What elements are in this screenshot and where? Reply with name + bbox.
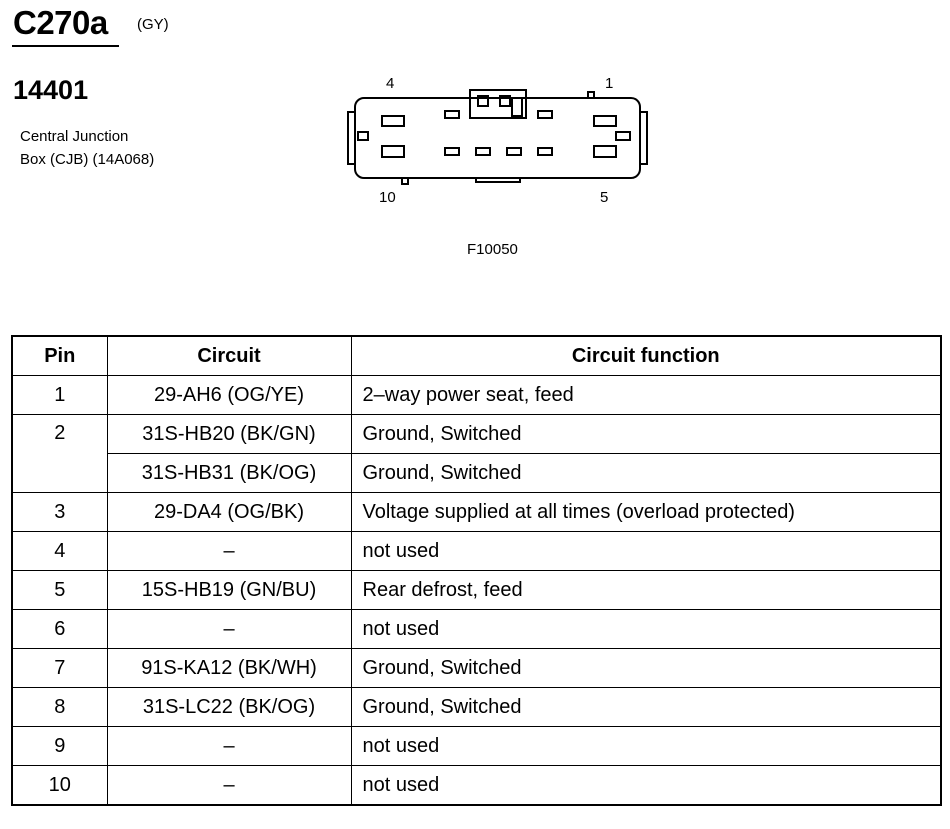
connector-description-line-1: Central Junction	[20, 128, 129, 145]
circuit-cell: 31S-LC22 (BK/OG)	[106, 687, 352, 727]
pinout-table: Pin Circuit Circuit function 1 29-AH6 (O…	[11, 335, 942, 806]
function-cell: Ground, Switched	[350, 414, 942, 454]
cavity-8	[475, 147, 491, 156]
pin-cell: 5	[11, 570, 108, 610]
cavity-5	[593, 145, 617, 158]
connector-description-line-2: Box (CJB) (14A068)	[20, 151, 155, 168]
pin-cell: 6	[11, 609, 108, 649]
function-cell: Ground, Switched	[350, 453, 942, 493]
connector-id: C270a	[13, 4, 108, 41]
function-cell: Ground, Switched	[350, 648, 942, 688]
circuit-cell: –	[106, 531, 352, 571]
pin-label-top-right: 1	[605, 75, 613, 92]
function-cell: not used	[350, 531, 942, 571]
pin-label-bottom-right: 5	[600, 189, 608, 206]
bottom-tab	[475, 177, 521, 183]
function-cell: not used	[350, 609, 942, 649]
right-latch	[639, 111, 648, 165]
cavity-9	[444, 147, 460, 156]
pin-cell: 8	[11, 687, 108, 727]
figure-code: F10050	[467, 241, 518, 258]
pin-cell: 3	[11, 492, 108, 532]
table-header-row: Pin Circuit Circuit function	[11, 335, 942, 376]
pin-cell: 1	[11, 375, 108, 415]
connector-color: (GY)	[137, 16, 169, 33]
circuit-cell: –	[106, 726, 352, 766]
circuit-cell: 31S-HB20 (BK/GN)	[106, 414, 352, 454]
top-key-inner	[499, 95, 511, 107]
cavity-7	[506, 147, 522, 156]
header-circuit-function: Circuit function	[350, 335, 942, 376]
table-row: 10 – not used	[11, 765, 942, 806]
pin-cell: 10	[11, 765, 108, 806]
left-latch	[347, 111, 356, 165]
header-pin: Pin	[11, 335, 108, 376]
pin-cell: 7	[11, 648, 108, 688]
pin-cell: 2	[11, 414, 108, 493]
circuit-cell: –	[106, 609, 352, 649]
table-row: 4 – not used	[11, 531, 942, 571]
table-row: 5 15S-HB19 (GN/BU) Rear defrost, feed	[11, 570, 942, 610]
table-row: 1 29-AH6 (OG/YE) 2–way power seat, feed	[11, 375, 942, 415]
top-right-nub	[587, 91, 595, 99]
cavity-3	[444, 110, 460, 119]
circuit-cell: 31S-HB31 (BK/OG)	[106, 453, 352, 493]
function-cell: not used	[350, 765, 942, 806]
table-row: 9 – not used	[11, 726, 942, 766]
part-number: 14401	[13, 75, 89, 105]
top-key	[469, 89, 527, 119]
table-row: 3 29-DA4 (OG/BK) Voltage supplied at all…	[11, 492, 942, 532]
cavity-4	[381, 115, 405, 127]
function-cell: Voltage supplied at all times (overload …	[350, 492, 942, 532]
top-key-tab	[511, 97, 523, 117]
function-cell: Rear defrost, feed	[350, 570, 942, 610]
function-cell: Ground, Switched	[350, 687, 942, 727]
cavity-6	[537, 147, 553, 156]
pin-label-top-left: 4	[386, 75, 394, 92]
circuit-cell: 15S-HB19 (GN/BU)	[106, 570, 352, 610]
cavity-10	[381, 145, 405, 158]
cavity-2	[537, 110, 553, 119]
top-key-inner	[477, 95, 489, 107]
bottom-left-nub	[401, 177, 409, 185]
pin-label-bottom-left: 10	[379, 189, 396, 206]
pin-cell: 4	[11, 531, 108, 571]
title-underline	[12, 45, 119, 47]
cavity-1	[593, 115, 617, 127]
circuit-cell: –	[106, 765, 352, 806]
header-circuit: Circuit	[106, 335, 352, 376]
circuit-cell: 29-AH6 (OG/YE)	[106, 375, 352, 415]
circuit-cell: 91S-KA12 (BK/WH)	[106, 648, 352, 688]
table-row: 8 31S-LC22 (BK/OG) Ground, Switched	[11, 687, 942, 727]
connector-housing	[354, 97, 641, 179]
side-slot-right	[615, 131, 631, 141]
function-cell: not used	[350, 726, 942, 766]
function-cell: 2–way power seat, feed	[350, 375, 942, 415]
table-row: 7 91S-KA12 (BK/WH) Ground, Switched	[11, 648, 942, 688]
side-slot-left	[357, 131, 369, 141]
circuit-cell: 29-DA4 (OG/BK)	[106, 492, 352, 532]
pin-cell: 9	[11, 726, 108, 766]
table-row: 6 – not used	[11, 609, 942, 649]
connector-face-diagram: 4 1 10 5	[347, 75, 648, 206]
table-row: 31S-HB31 (BK/OG) Ground, Switched	[12, 453, 942, 493]
table-row: 2 31S-HB20 (BK/GN) Ground, Switched	[11, 414, 942, 493]
